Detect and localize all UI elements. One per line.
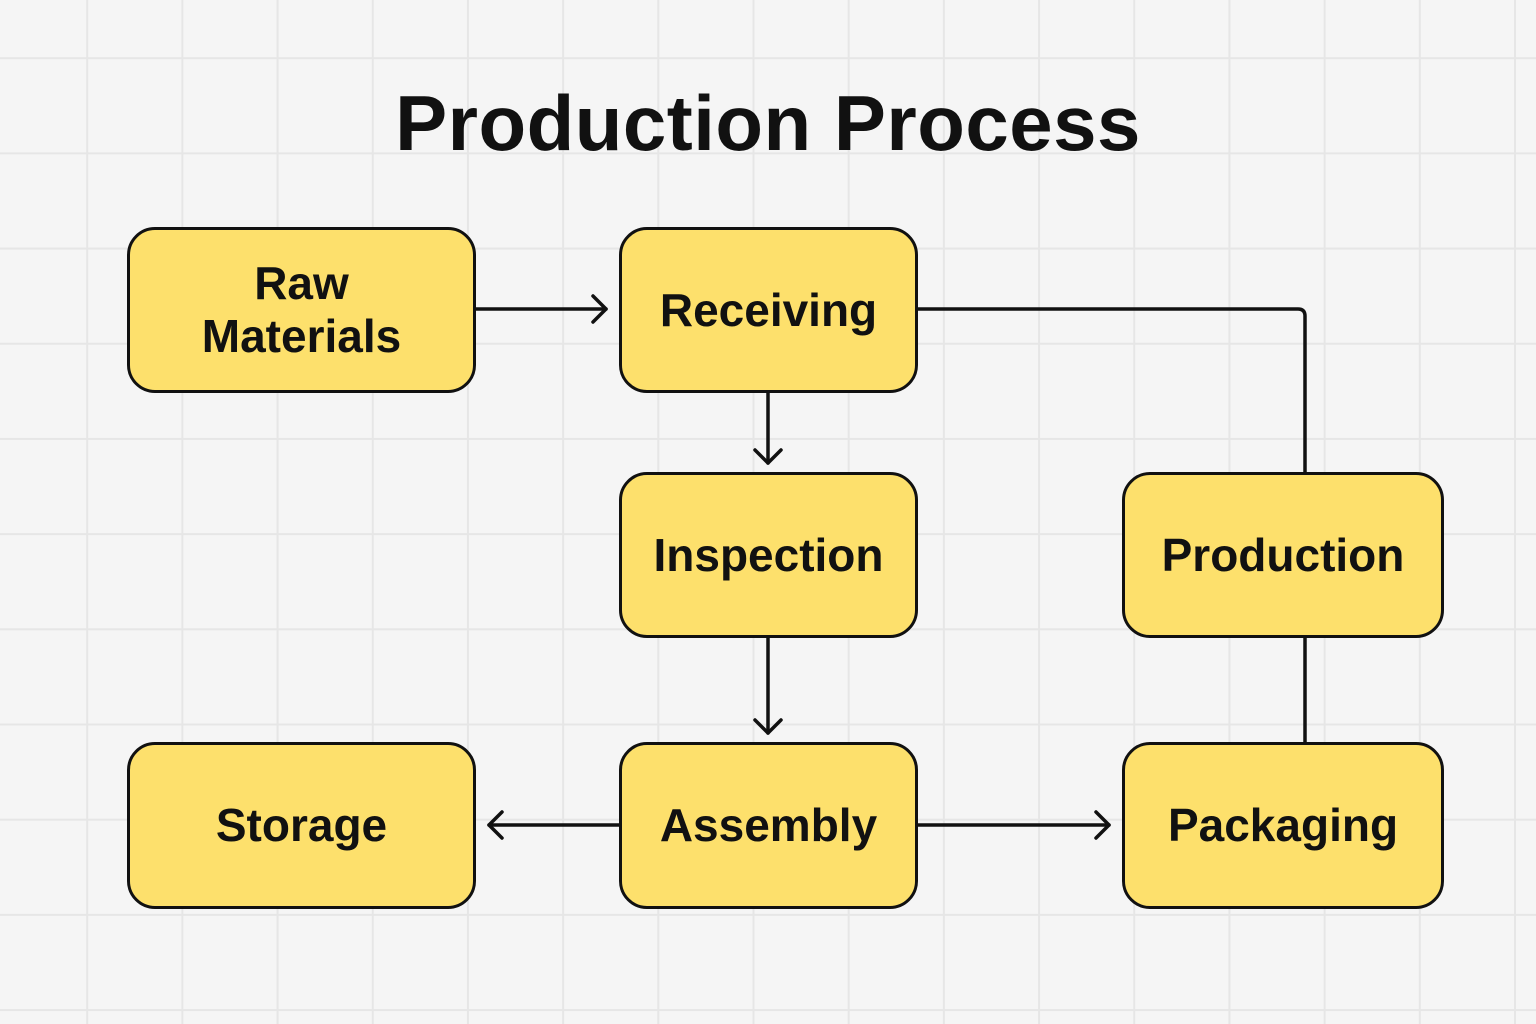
node-label-line-1: Raw [254, 257, 349, 310]
node-packaging[interactable]: Packaging [1122, 742, 1444, 909]
arrowhead-right-icon [591, 294, 608, 324]
node-label: Assembly [659, 799, 878, 852]
edge-receiving-to-inspection [753, 391, 783, 465]
edge-receiving-to-production [916, 307, 1307, 474]
edge-assembly-to-storage [487, 810, 621, 840]
node-label: Packaging [1167, 799, 1399, 852]
node-label: Storage [215, 799, 388, 852]
node-storage[interactable]: Storage [127, 742, 476, 909]
node-label: Inspection [653, 528, 884, 581]
arrowhead-right-icon [1094, 810, 1111, 840]
node-assembly[interactable]: Assembly [619, 742, 918, 909]
node-raw-materials[interactable]: Raw Materials [127, 227, 476, 393]
node-receiving[interactable]: Receiving [619, 227, 918, 393]
node-label: Receiving [659, 283, 878, 336]
node-label: Production [1161, 528, 1405, 581]
node-label: Raw Materials [202, 257, 401, 363]
edge-assembly-to-packaging [916, 810, 1111, 840]
arrowhead-down-icon [753, 718, 783, 735]
node-label-line-2: Materials [201, 310, 402, 362]
edge-inspection-to-assembly [753, 636, 783, 735]
node-inspection[interactable]: Inspection [619, 472, 918, 638]
edge-raw-materials-to-receiving [474, 294, 608, 324]
arrowhead-down-icon [753, 448, 783, 465]
node-production[interactable]: Production [1122, 472, 1444, 638]
arrowhead-left-icon [487, 810, 504, 840]
diagram-title: Production Process [395, 79, 1141, 167]
